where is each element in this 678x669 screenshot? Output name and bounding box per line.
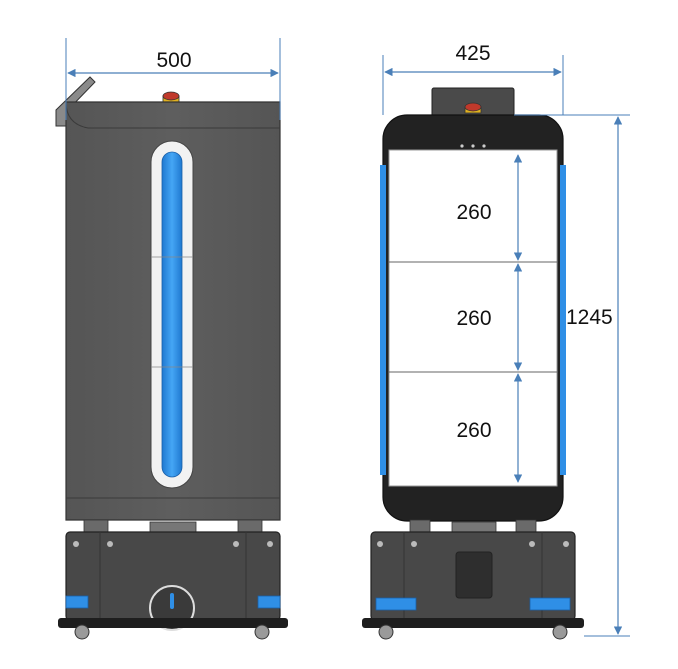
shelf-1-label: 260 [456, 201, 491, 224]
front-connector [451, 521, 497, 533]
bumper-light-icon [65, 595, 89, 609]
front-sensor-panel [455, 551, 493, 599]
emergency-stop-icon [464, 102, 482, 114]
caster-icon [254, 624, 270, 640]
light-strip-icon [161, 151, 183, 478]
light-strip-icon [380, 165, 386, 475]
shelf-3-label: 260 [456, 419, 491, 442]
bumper-light-icon [257, 595, 281, 609]
total-height-label: 1245 [566, 306, 613, 329]
screw-icon [73, 541, 79, 547]
screw-icon [107, 541, 113, 547]
bumper-light-icon [529, 597, 571, 611]
indicator-dot [460, 144, 464, 148]
side-width-label: 500 [156, 49, 191, 72]
side-connector [149, 521, 197, 533]
screw-icon [529, 541, 535, 547]
screw-icon [233, 541, 239, 547]
indicator-dot [482, 144, 486, 148]
front-bottom-plate [362, 618, 584, 628]
screw-icon [377, 541, 383, 547]
caster-icon [378, 624, 394, 640]
caster-icon [74, 624, 90, 640]
caster-icon [552, 624, 568, 640]
screw-icon [267, 541, 273, 547]
emergency-stop-icon [162, 91, 180, 103]
side-view: 500 [55, 38, 288, 640]
front-width-label: 425 [455, 42, 490, 65]
front-view: 260 260 260 425 1245 [362, 42, 630, 640]
bumper-light-icon [375, 597, 417, 611]
indicator-dot [471, 144, 475, 148]
light-strip-icon [560, 165, 566, 475]
shelf-2-label: 260 [456, 307, 491, 330]
screw-icon [411, 541, 417, 547]
front-compartment [388, 149, 558, 487]
screw-icon [563, 541, 569, 547]
side-bottom-plate [58, 618, 288, 628]
